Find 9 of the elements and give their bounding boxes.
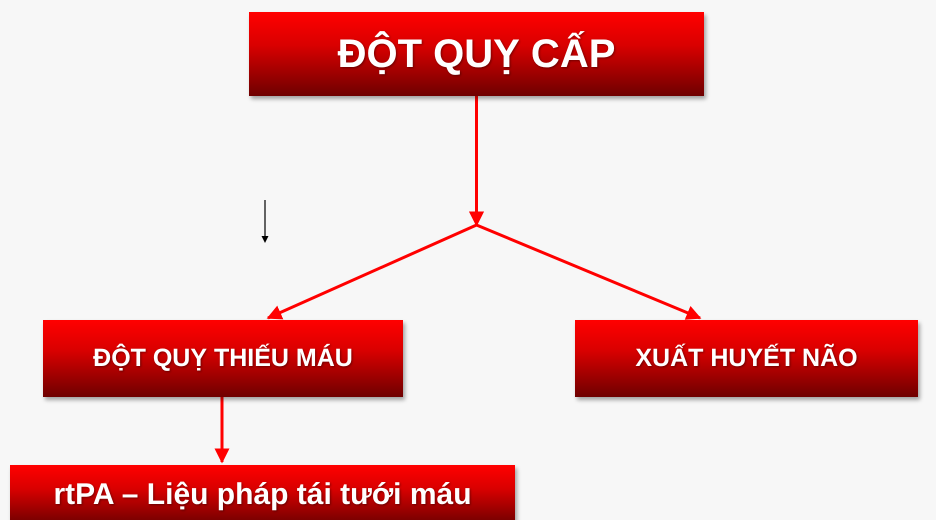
arrow <box>214 397 230 464</box>
process-box <box>43 320 403 397</box>
box-label: ĐỘT QUỴ CẤP <box>338 32 616 76</box>
box-label: rtPA – Liệu pháp tái tưới máu <box>53 478 472 512</box>
process-box <box>249 12 704 96</box>
box-label: ĐỘT QUỴ THIẾU MÁU <box>93 344 353 373</box>
box-label: XUẤT HUYẾT NÃO <box>635 344 858 373</box>
process-box <box>10 465 515 520</box>
process-box <box>575 320 918 397</box>
